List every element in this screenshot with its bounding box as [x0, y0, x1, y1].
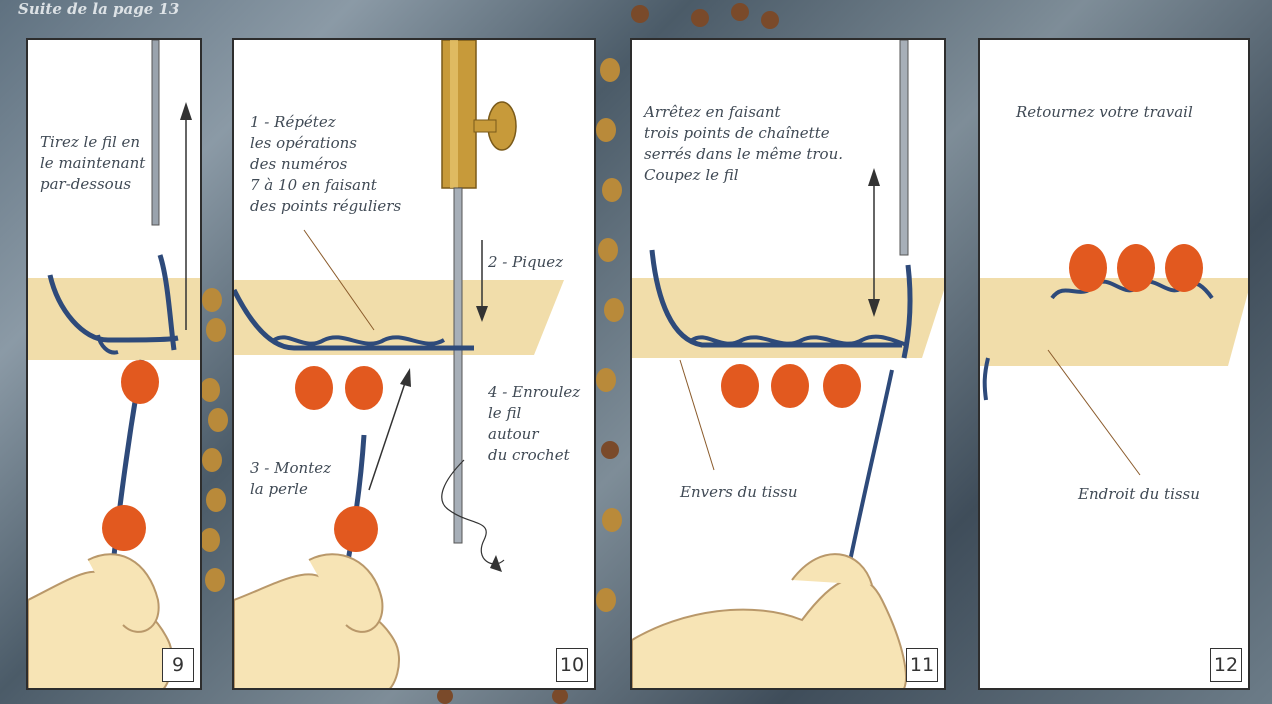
- step-panel-10: 1 - Répétez les opérations des numéros 7…: [232, 38, 596, 690]
- step-11-illustration: [632, 40, 944, 688]
- step-10-instruction-3: 3 - Montez la perle: [250, 459, 332, 498]
- step-number-9: 9: [162, 648, 194, 682]
- step-panel-12: Retournez votre travail Endroit du tissu…: [978, 38, 1250, 690]
- step-11-instruction: Arrêtez en faisant trois points de chaîn…: [644, 103, 843, 184]
- fabric-back-caption: Envers du tissu: [680, 483, 798, 501]
- step-10-instruction-4: 4 - Enroulez le fil autour du crochet: [488, 383, 581, 464]
- fabric-front-caption: Endroit du tissu: [1078, 485, 1200, 503]
- step-number-11: 11: [906, 648, 938, 682]
- step-number-10: 10: [556, 648, 588, 682]
- page-continuation-header: Suite de la page 13: [18, 0, 180, 18]
- step-12-illustration: [980, 244, 1248, 476]
- step-number-12: 12: [1210, 648, 1242, 682]
- step-10-instruction-2: 2 - Piquez: [488, 253, 564, 271]
- step-12-instruction: Retournez votre travail: [1016, 103, 1193, 121]
- step-panel-11: Arrêtez en faisant trois points de chaîn…: [630, 38, 946, 690]
- step-10-instruction-1: 1 - Répétez les opérations des numéros 7…: [250, 113, 402, 215]
- step-10-illustration: [234, 40, 564, 688]
- step-9-illustration: [28, 40, 200, 688]
- step-panel-9: Tirez le fil en le maintenant par-dessou…: [26, 38, 202, 690]
- step-9-instruction: Tirez le fil en le maintenant par-dessou…: [40, 133, 146, 193]
